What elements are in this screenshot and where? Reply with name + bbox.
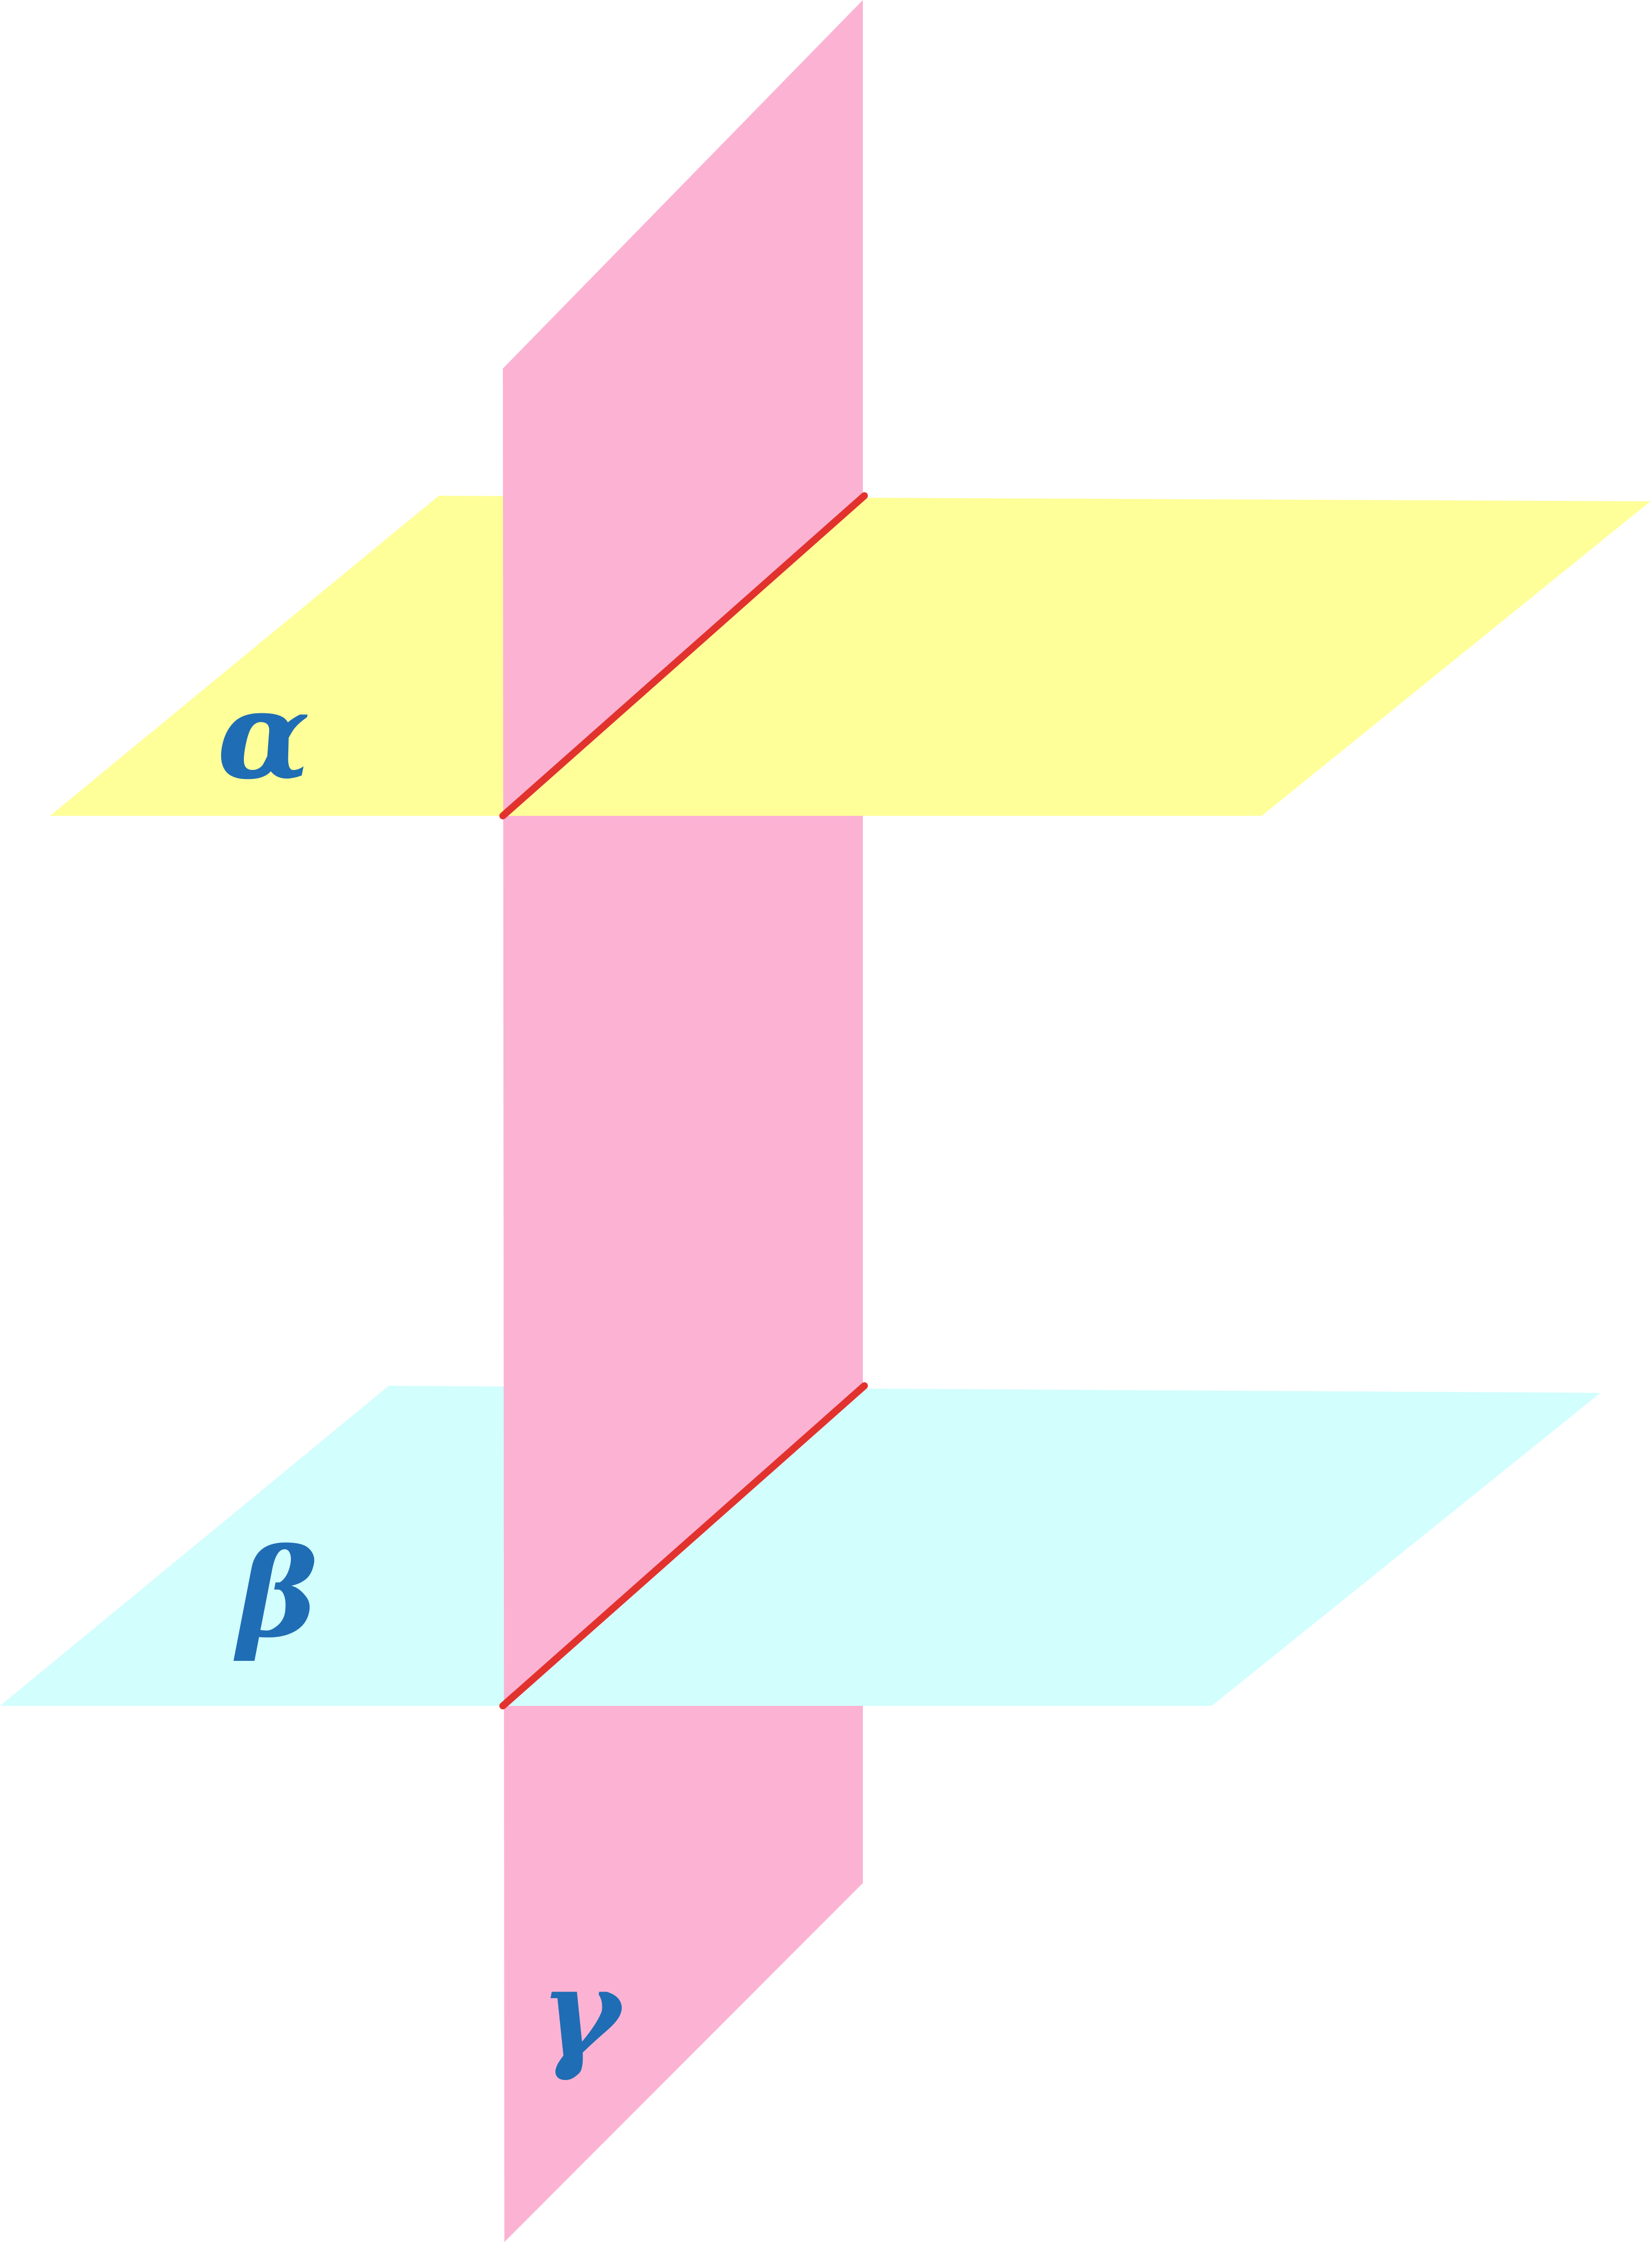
label-beta: β xyxy=(233,1522,318,1664)
label-alpha: α xyxy=(217,664,311,806)
intersection-line-alpha-gamma xyxy=(499,492,868,819)
plane-gamma xyxy=(503,0,863,2242)
label-gamma: γ xyxy=(540,1941,625,2083)
intersection-line-beta-gamma xyxy=(499,1382,868,1709)
